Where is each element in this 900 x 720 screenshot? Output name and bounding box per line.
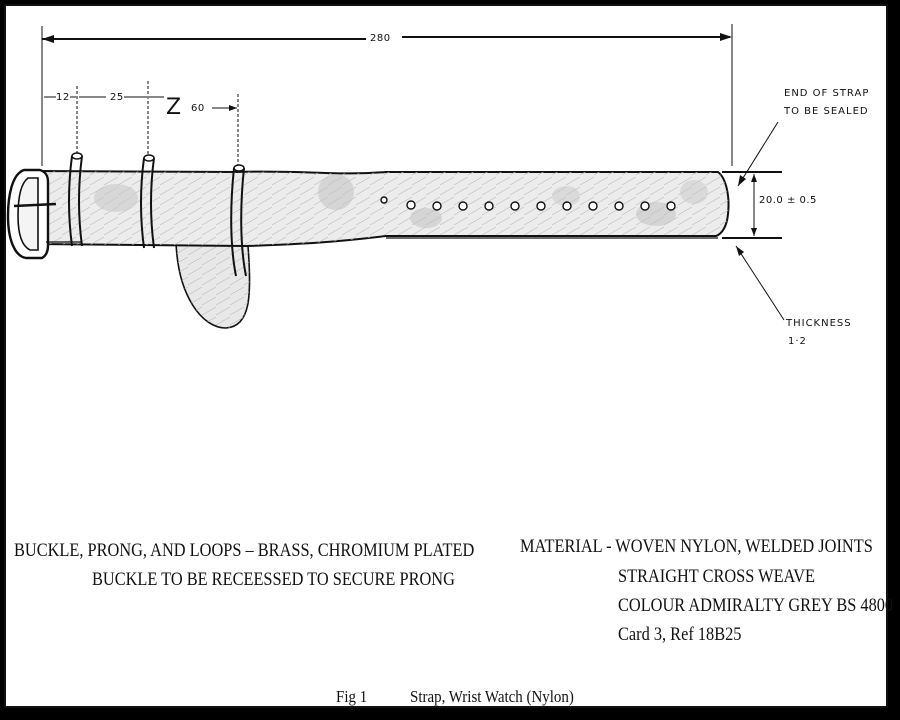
strap-technical-drawing: 280 12 25 Z 60	[6, 24, 869, 347]
drawing-frame: 280 12 25 Z 60	[4, 4, 893, 708]
strap-holes	[380, 196, 676, 211]
buckle-gap-label: 12	[56, 92, 70, 103]
material-spec-line2: STRAIGHT CROSS WEAVE	[618, 566, 816, 587]
figure-title: Strap, Wrist Watch (Nylon)	[410, 687, 574, 706]
figure-number: Fig 1	[336, 687, 368, 706]
buckle-icon	[6, 168, 82, 260]
buckle-spec-line2: BUCKLE TO BE RECEESSED TO SECURE PRONG	[92, 569, 455, 590]
prong-symbol: Z	[166, 95, 181, 120]
material-spec-line4: Card 3, Ref 18B25	[618, 624, 742, 645]
strap-body	[35, 169, 782, 329]
end-of-strap-line2: TO BE SEALED	[783, 106, 869, 117]
prong-distance-label: 60	[191, 103, 205, 114]
thickness-value: 1·2	[788, 336, 807, 347]
width-label: 20.0 ± 0.5	[759, 195, 817, 206]
material-spec-line3: COLOUR ADMIRALTY GREY BS 4800	[618, 595, 894, 616]
end-of-strap-callout: END OF STRAP TO BE SEALED	[737, 88, 869, 187]
overall-length-dimension: 280	[41, 24, 733, 166]
strap-loops	[68, 152, 247, 277]
loop-spacing-dimensions: 12 25 Z 60	[44, 81, 239, 166]
overall-length-label: 280	[370, 33, 391, 44]
end-of-strap-line1: END OF STRAP	[784, 88, 869, 99]
material-spec-line1: MATERIAL - WOVEN NYLON, WELDED JOINTS	[520, 536, 873, 557]
buckle-spec-line1: BUCKLE, PRONG, AND LOOPS – BRASS, CHROMI…	[14, 540, 475, 561]
width-dimension: 20.0 ± 0.5	[751, 174, 817, 236]
thickness-callout: THICKNESS 1·2	[735, 245, 852, 347]
thickness-label: THICKNESS	[785, 318, 852, 329]
loop-spacing-label: 25	[110, 92, 124, 103]
